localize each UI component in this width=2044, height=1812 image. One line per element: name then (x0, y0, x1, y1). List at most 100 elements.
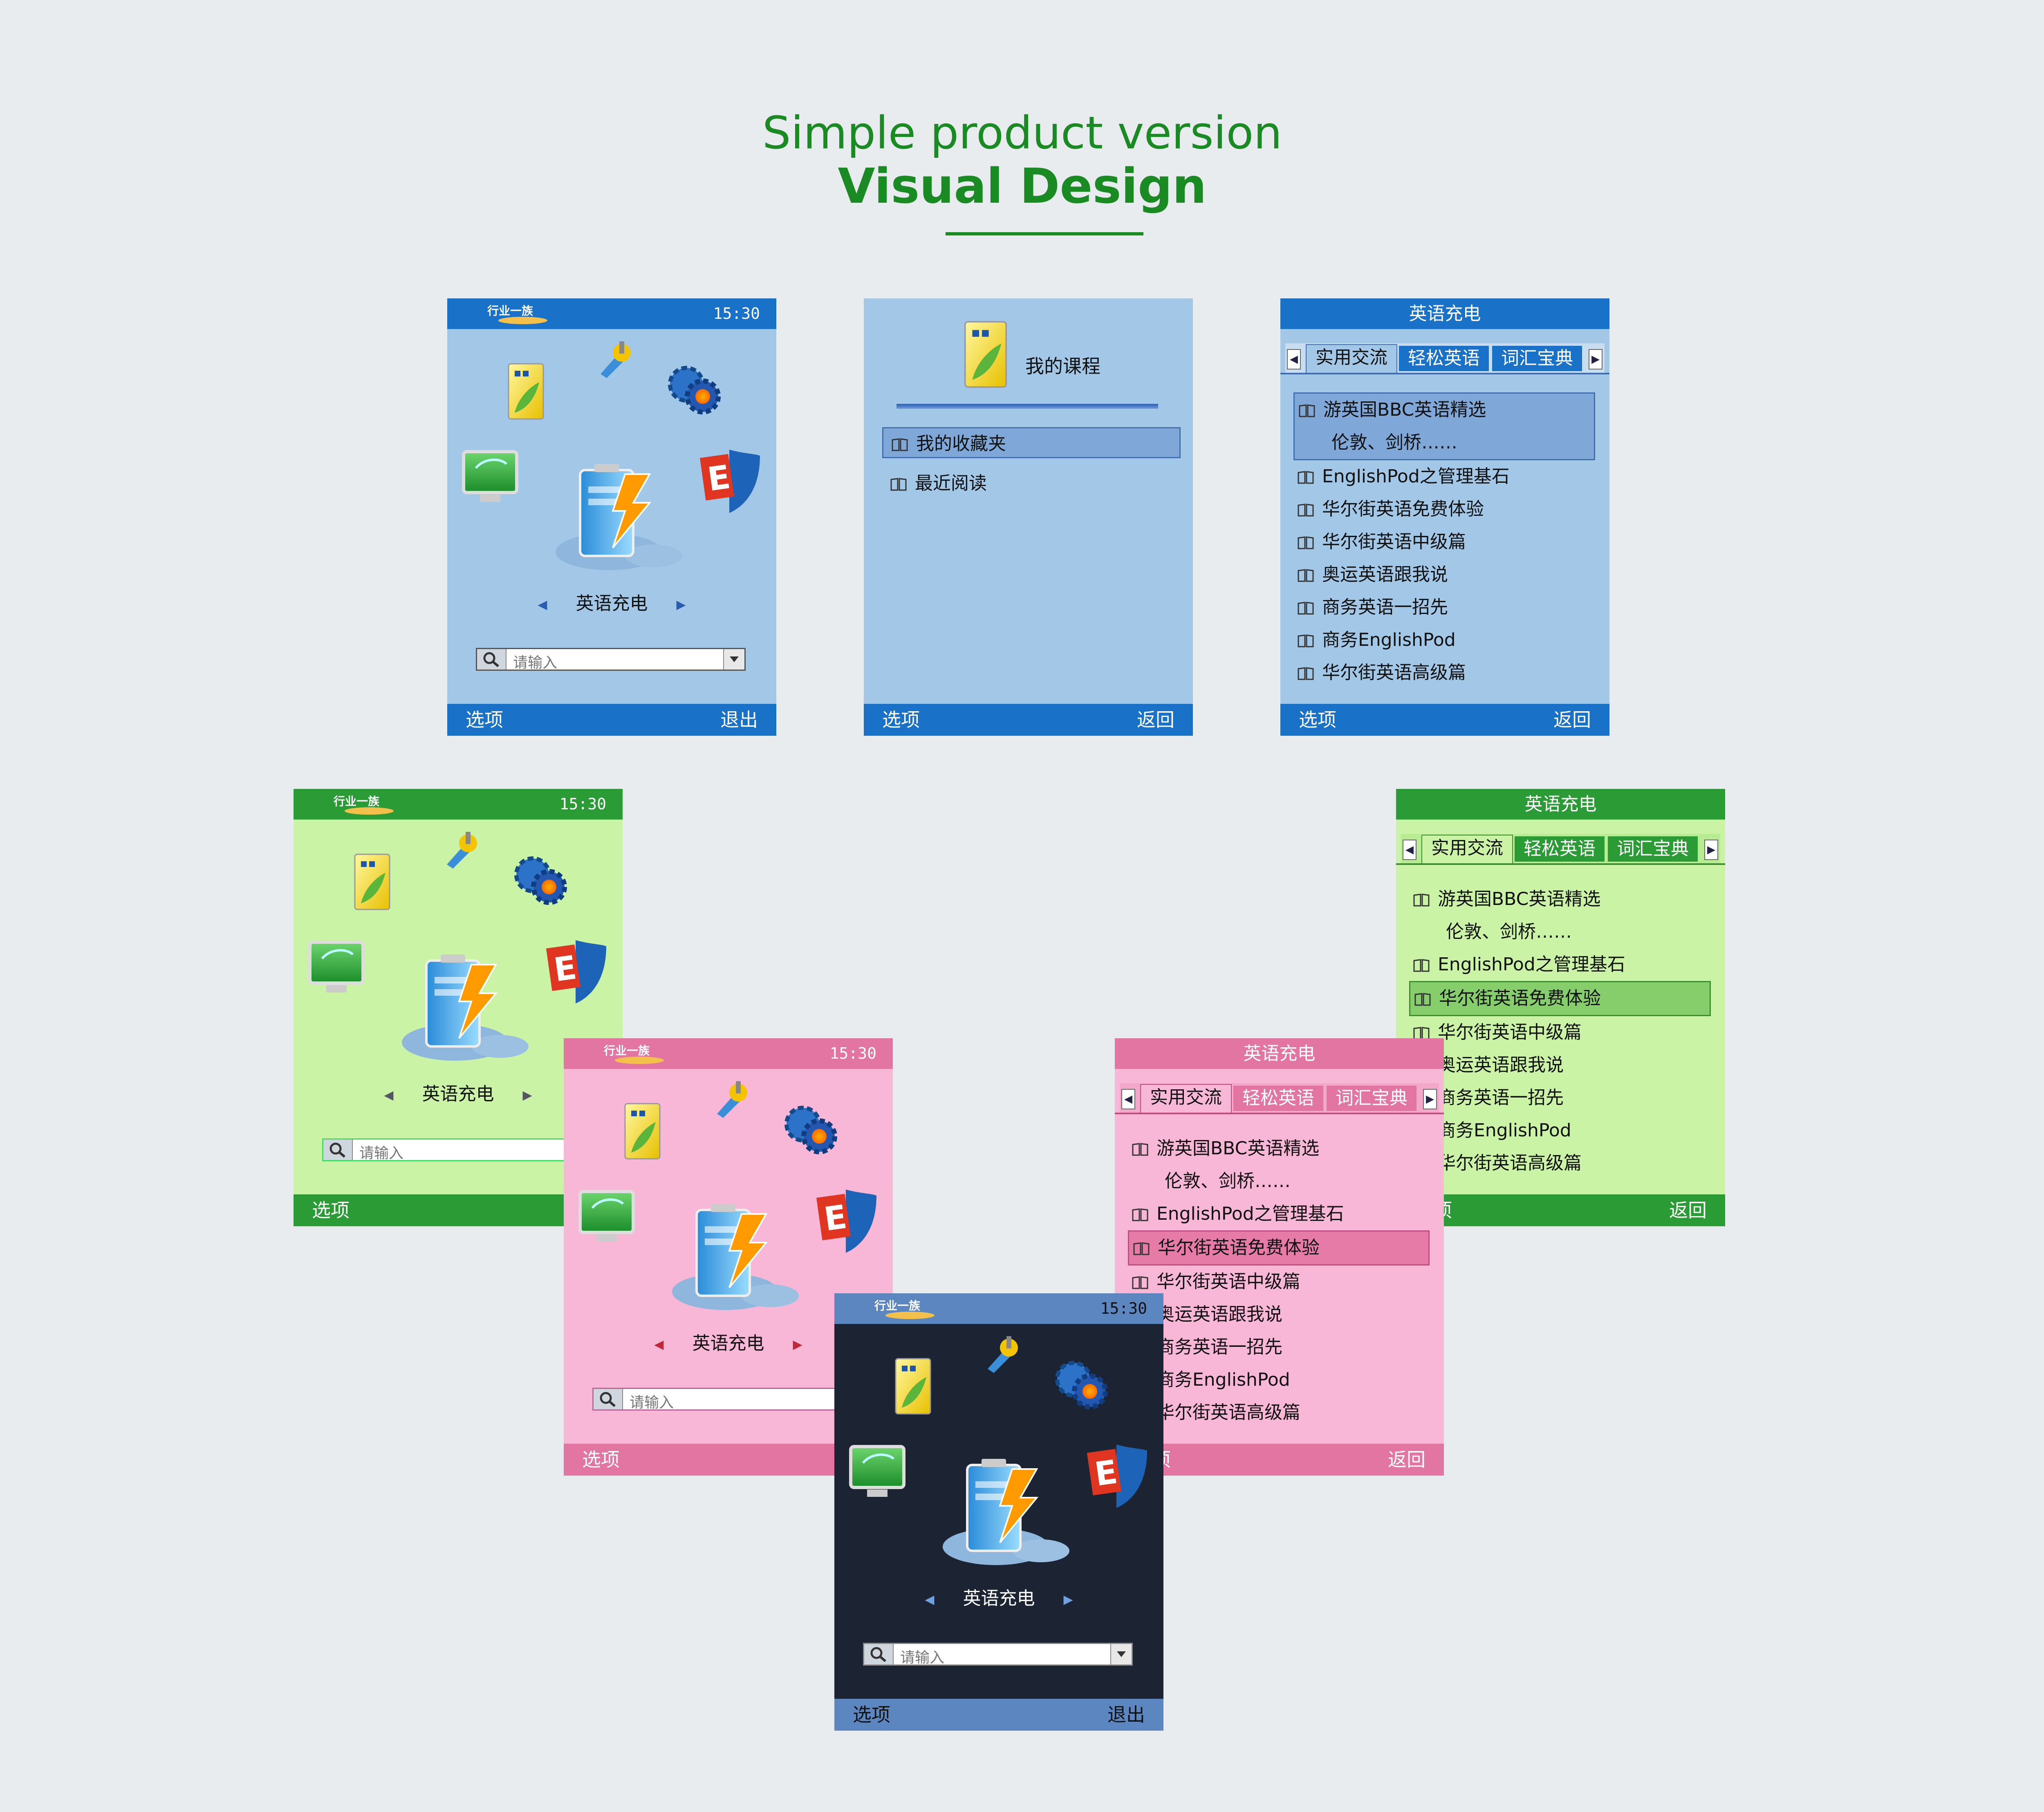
list-item[interactable]: 商务EnglishPod (1396, 1114, 1725, 1147)
menu-item-favorites[interactable]: 我的收藏夹 (882, 427, 1181, 458)
battery-charge-icon[interactable] (668, 1198, 803, 1316)
battery-charge-icon[interactable] (939, 1453, 1074, 1571)
tab-prev-arrow[interactable]: ◀ (1121, 1089, 1135, 1109)
list-item[interactable]: 华尔街英语中级篇 (1280, 526, 1609, 558)
carousel-next-arrow[interactable]: ▶ (676, 597, 686, 612)
tab-practical[interactable]: 实用交流 (1421, 835, 1513, 864)
options-softkey[interactable]: 选项 (1299, 709, 1336, 731)
exit-softkey[interactable]: 退出 (1107, 1704, 1145, 1726)
back-softkey[interactable]: 返回 (1137, 709, 1174, 731)
tab-prev-arrow[interactable]: ◀ (1403, 840, 1416, 860)
search-box[interactable]: 请输入 (863, 1643, 1133, 1666)
carousel-prev-arrow[interactable]: ◀ (654, 1337, 664, 1352)
list-item[interactable]: EnglishPod之管理基石 (1115, 1198, 1444, 1230)
list-item[interactable]: 华尔街英语高级篇 (1115, 1396, 1444, 1429)
e-shield-icon[interactable]: E (541, 936, 610, 1006)
list-item[interactable]: 奥运英语跟我说 (1280, 558, 1609, 591)
tab-easy[interactable]: 轻松英语 (1515, 836, 1605, 862)
tab-vocabulary[interactable]: 词汇宝典 (1327, 1086, 1416, 1111)
tab-next-arrow[interactable]: ▶ (1589, 349, 1602, 370)
notebook-icon[interactable] (890, 1357, 935, 1418)
list-item[interactable]: 商务EnglishPod (1280, 624, 1609, 656)
tools-icon[interactable] (439, 828, 484, 873)
dropdown-icon[interactable] (1110, 1644, 1132, 1664)
notebook-icon[interactable] (619, 1102, 664, 1163)
svg-text:E: E (1092, 1453, 1120, 1494)
list-item[interactable]: 华尔街英语高级篇 (1396, 1147, 1725, 1180)
search-input[interactable]: 请输入 (630, 1394, 674, 1411)
tab-practical[interactable]: 实用交流 (1140, 1084, 1232, 1113)
back-softkey[interactable]: 返回 (1388, 1449, 1425, 1471)
monitor-icon[interactable] (459, 446, 525, 507)
carousel-prev-arrow[interactable]: ◀ (384, 1088, 394, 1102)
monitor-icon[interactable] (576, 1185, 641, 1247)
search-box[interactable]: 请输入 (476, 648, 746, 671)
tab-next-arrow[interactable]: ▶ (1423, 1089, 1437, 1109)
tab-vocabulary[interactable]: 词汇宝典 (1492, 346, 1582, 371)
carousel-prev-arrow[interactable]: ◀ (538, 597, 547, 612)
monitor-icon[interactable] (847, 1440, 912, 1502)
back-softkey[interactable]: 返回 (1553, 709, 1591, 731)
notebook-icon[interactable] (349, 852, 394, 914)
carousel-next-arrow[interactable]: ▶ (793, 1337, 802, 1352)
courses-divider (896, 404, 1158, 409)
options-softkey[interactable]: 选项 (582, 1449, 620, 1471)
list-item[interactable]: 游英国BBC英语精选 (1115, 1132, 1444, 1165)
list-item-selected[interactable]: 游英国BBC英语精选 伦敦、剑桥…… (1293, 392, 1595, 460)
back-softkey[interactable]: 返回 (1669, 1199, 1707, 1221)
tab-easy[interactable]: 轻松英语 (1233, 1086, 1323, 1111)
tools-icon[interactable] (592, 337, 637, 382)
tools-icon[interactable] (979, 1332, 1024, 1377)
tab-practical[interactable]: 实用交流 (1306, 344, 1397, 374)
list-item[interactable]: 奥运英语跟我说 (1115, 1298, 1444, 1331)
gear-icon[interactable] (780, 1102, 842, 1159)
tab-next-arrow[interactable]: ▶ (1704, 840, 1718, 860)
dropdown-icon[interactable] (723, 649, 744, 670)
list-item[interactable]: 商务英语一招先 (1115, 1331, 1444, 1364)
tools-icon[interactable] (709, 1077, 754, 1122)
tab-easy[interactable]: 轻松英语 (1399, 346, 1489, 371)
options-softkey[interactable]: 选项 (466, 709, 503, 731)
battery-charge-icon[interactable] (398, 948, 533, 1067)
list-item[interactable]: 华尔街英语高级篇 (1280, 656, 1609, 689)
list-item[interactable]: 游英国BBC英语精选 (1396, 883, 1725, 916)
menu-item-recent[interactable]: 最近阅读 (882, 468, 1181, 499)
tab-vocabulary[interactable]: 词汇宝典 (1608, 836, 1698, 862)
list-item-label: 华尔街英语中级篇 (1156, 1271, 1300, 1292)
list-item[interactable]: 华尔街英语中级篇 (1115, 1265, 1444, 1298)
options-softkey[interactable]: 选项 (312, 1199, 350, 1221)
gear-icon[interactable] (1051, 1357, 1112, 1414)
list-item[interactable]: 华尔街英语免费体验 (1280, 493, 1609, 526)
gear-icon[interactable] (510, 852, 572, 909)
gear-icon[interactable] (664, 362, 725, 419)
search-input[interactable]: 请输入 (513, 654, 558, 671)
carousel-next-arrow[interactable]: ▶ (1063, 1592, 1073, 1607)
list-item[interactable]: 商务EnglishPod (1115, 1364, 1444, 1396)
battery-charge-icon[interactable] (551, 458, 686, 576)
options-softkey[interactable]: 选项 (882, 709, 920, 731)
search-input[interactable]: 请输入 (900, 1649, 945, 1666)
e-shield-icon[interactable]: E (811, 1185, 881, 1255)
carousel-prev-arrow[interactable]: ◀ (925, 1592, 935, 1607)
e-shield-icon[interactable]: E (1082, 1440, 1151, 1510)
search-box[interactable]: 请输入 (592, 1388, 862, 1411)
list-item[interactable]: 华尔街英语中级篇 (1396, 1016, 1725, 1049)
list-item[interactable]: 游英国BBC英语精选 (1295, 394, 1594, 426)
list-item[interactable]: 商务英语一招先 (1396, 1082, 1725, 1114)
list-item[interactable]: 奥运英语跟我说 (1396, 1049, 1725, 1082)
options-softkey[interactable]: 选项 (853, 1704, 890, 1726)
list-item[interactable]: EnglishPod之管理基石 (1280, 460, 1609, 493)
list-item-selected[interactable]: 华尔街英语免费体验 (1128, 1230, 1430, 1265)
list-item-selected[interactable]: 华尔街英语免费体验 (1409, 981, 1711, 1016)
exit-softkey[interactable]: 退出 (720, 709, 758, 731)
e-shield-icon[interactable]: E (695, 446, 764, 515)
list-item[interactable]: EnglishPod之管理基石 (1396, 948, 1725, 981)
tab-prev-arrow[interactable]: ◀ (1287, 349, 1301, 370)
monitor-icon[interactable] (306, 936, 371, 997)
search-box[interactable]: 请输入 (322, 1138, 592, 1162)
list-item-label: 奥运英语跟我说 (1156, 1304, 1282, 1325)
notebook-icon[interactable] (502, 362, 547, 423)
list-item[interactable]: 商务英语一招先 (1280, 591, 1609, 624)
search-input[interactable]: 请输入 (359, 1145, 404, 1162)
carousel-next-arrow[interactable]: ▶ (522, 1088, 532, 1102)
